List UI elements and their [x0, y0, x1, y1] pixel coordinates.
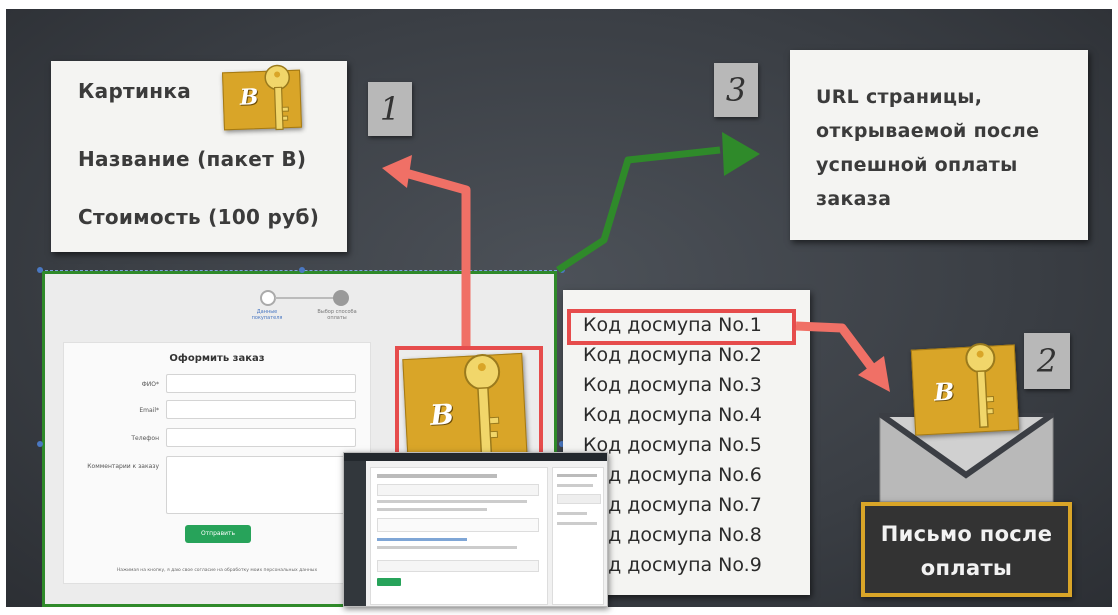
envelope-sticky-note: B: [910, 343, 1020, 436]
access-code-item: Код досмупа No.1: [583, 314, 762, 336]
email-card-line-1: Письмо после: [880, 522, 1053, 546]
form-title: Оформить заказ: [169, 353, 265, 364]
submit-button[interactable]: Отправить: [185, 525, 251, 543]
step-2-label: Выбор способа оплаты: [317, 309, 357, 321]
sticky-letter: B: [239, 84, 259, 111]
step-indicator: Данные покупателя Выбор способа оплаты: [245, 287, 357, 321]
admin-content: [370, 467, 548, 605]
marker-1: 1: [368, 82, 412, 136]
handle-top-right[interactable]: [559, 267, 565, 273]
product-image-label: Картинка: [78, 79, 192, 103]
product-price-label: Стоимость (100 руб): [78, 205, 320, 229]
email-after-payment-card: Письмо после оплаты: [861, 502, 1072, 597]
comment-label: Комментарии к заказу: [87, 463, 159, 470]
admin-panel-screenshot: [343, 452, 608, 607]
admin-sidebar: [344, 461, 366, 606]
order-form-screenshot: Данные покупателя Выбор способа оплаты О…: [42, 271, 557, 607]
access-code-item: Код досмупа No.6: [583, 464, 762, 486]
marker-2: 2: [1024, 333, 1070, 389]
access-code-item: Код досмупа No.3: [583, 374, 762, 396]
key-icon: [464, 354, 501, 455]
step-connector: [275, 297, 335, 299]
codes-list: Код досмупа No.1 Код досмупа No.2 Код до…: [583, 314, 810, 594]
marker-3: 3: [714, 63, 758, 117]
access-code-item: Код досмупа No.4: [583, 404, 762, 426]
handle-top-mid[interactable]: [299, 267, 305, 273]
product-sticky-note: B: [222, 64, 302, 131]
email-label: Email*: [139, 407, 159, 414]
first-code-highlight: [567, 309, 796, 345]
access-code-item: Код досмупа No.8: [583, 524, 762, 546]
product-card: Картинка Название (пакет В) Стоимость (1…: [51, 61, 347, 252]
envelope-sticky-letter: B: [933, 376, 956, 407]
access-codes-card: Код досмупа No.1 Код досмупа No.2 Код до…: [563, 290, 810, 595]
fio-label: ФИО*: [141, 381, 159, 388]
form-panel: Оформить заказ ФИО* Email* Телефон Комме…: [63, 342, 371, 584]
access-code-item: Код досмупа No.2: [583, 344, 762, 366]
phone-label: Телефон: [131, 435, 159, 442]
phone-input[interactable]: [166, 428, 356, 447]
step-1-label: Данные покупателя: [251, 309, 283, 321]
handle-right-mid[interactable]: [559, 441, 565, 447]
product-name-label: Название (пакет В): [78, 147, 307, 171]
step-2-circle: [333, 290, 349, 306]
key-icon: [264, 64, 290, 131]
fio-input[interactable]: [166, 374, 356, 393]
form-sticky-letter: B: [429, 397, 455, 432]
step-1-circle: [260, 290, 276, 306]
key-icon: [965, 343, 996, 429]
access-code-item: Код досмупа No.9: [583, 554, 762, 576]
access-code-item: Код досмупа No.5: [583, 434, 762, 456]
email-card-line-2: оплаты: [920, 556, 1013, 580]
email-input[interactable]: [166, 400, 356, 419]
admin-right-panel: [552, 467, 604, 605]
access-code-item: Код досмупа No.7: [583, 494, 762, 516]
consent-text: Нажимая на кнопку, я даю свое согласие н…: [116, 568, 318, 573]
url-card-text: URL страницы, открываемой после успешной…: [816, 86, 1040, 210]
comment-textarea[interactable]: [166, 456, 356, 514]
url-card: URL страницы, открываемой после успешной…: [790, 50, 1088, 240]
admin-top-bar: [344, 453, 607, 461]
form-product-sticky: B: [402, 352, 528, 466]
handle-top-left[interactable]: [37, 267, 43, 273]
handle-left-mid[interactable]: [37, 441, 43, 447]
